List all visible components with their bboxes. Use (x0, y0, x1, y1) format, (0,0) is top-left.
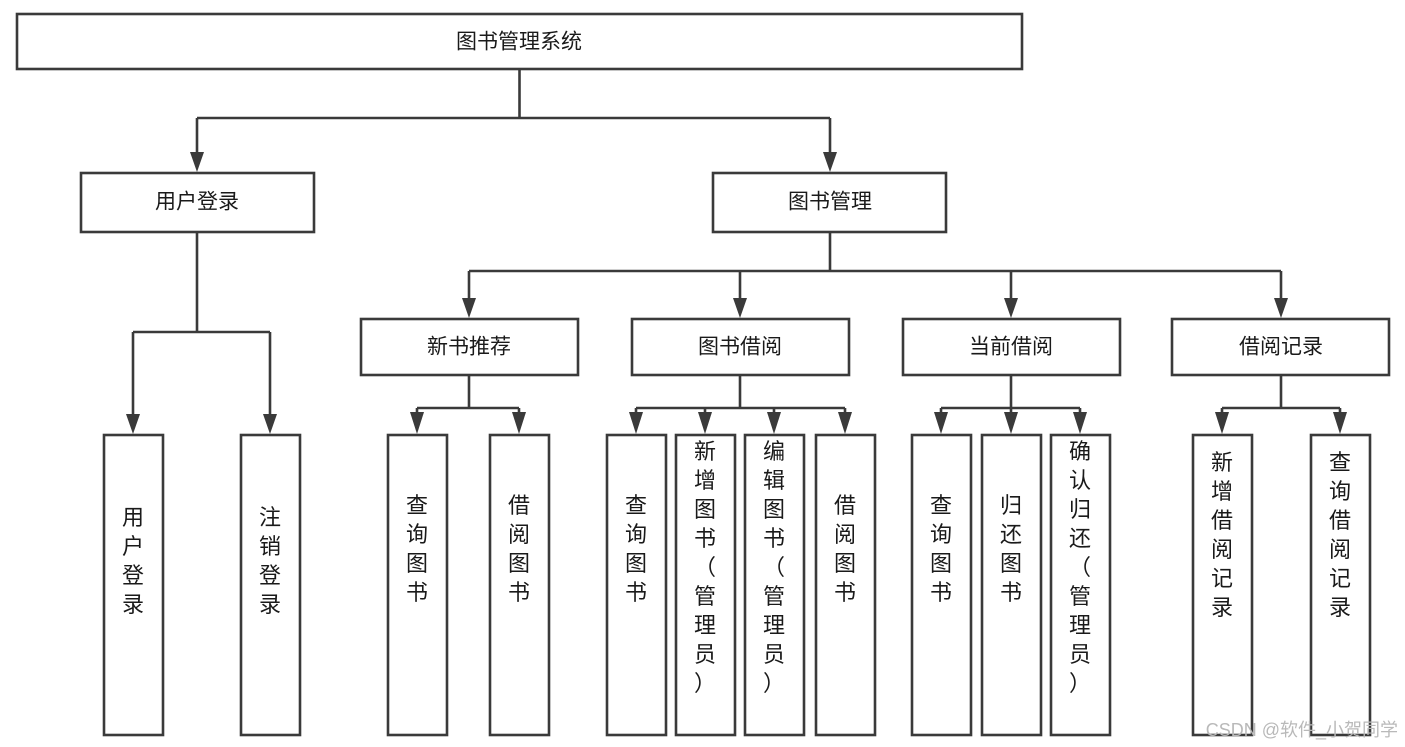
arrow-head-icon (1274, 298, 1288, 318)
edges-layer (126, 70, 1347, 434)
leaf-book-borrow-1-box[interactable] (674, 433, 737, 737)
arrow-head-icon (838, 412, 852, 434)
node-new-book-recommend[interactable]: 新书推荐 (359, 317, 580, 377)
leaf-current-borrow-0[interactable]: 查询图书 (910, 433, 973, 737)
arrow-head-icon (1004, 298, 1018, 318)
arrow-head-icon (410, 412, 424, 434)
node-book-borrow-box[interactable] (630, 317, 851, 377)
watermark-label: CSDN @软件_小贺同学 (1206, 720, 1398, 741)
node-book-manage-box[interactable] (711, 171, 948, 234)
arrow-head-icon (629, 412, 643, 434)
arrow-head-icon (462, 298, 476, 318)
node-current-borrow[interactable]: 当前借阅 (901, 317, 1122, 377)
leaf-book-borrow-2-label: 编辑图书（管理员） (763, 439, 785, 696)
leaf-book-borrow-3-box[interactable] (814, 433, 877, 737)
leaf-current-borrow-2-label: 确认归还（管理员） (1069, 439, 1091, 696)
node-current-borrow-box[interactable] (901, 317, 1122, 377)
node-new-book-recommend-label: 新书推荐 (427, 336, 511, 359)
node-root-label: 图书管理系统 (456, 31, 582, 54)
node-book-borrow-label: 图书借阅 (698, 336, 782, 359)
node-root[interactable]: 图书管理系统 (15, 12, 1024, 71)
arrow-head-icon (934, 412, 948, 434)
node-new-book-recommend-box[interactable] (359, 317, 580, 377)
leaf-book-borrow-2[interactable]: 编辑图书（管理员） (743, 433, 806, 737)
arrow-head-icon (1073, 412, 1087, 434)
arrow-head-icon (1215, 412, 1229, 434)
arrow-head-icon (190, 152, 204, 172)
node-current-borrow-label: 当前借阅 (969, 336, 1053, 359)
leaf-current-borrow-1-label: 归还图书 (1000, 493, 1022, 605)
leaf-borrow-record-1-box[interactable] (1309, 433, 1372, 737)
leaf-user-login-0-label: 用户登录 (122, 505, 144, 617)
arrow-head-icon (126, 414, 140, 434)
leaf-user-login-1-label: 注销登录 (259, 505, 281, 617)
leaf-borrow-record-0[interactable]: 新增借阅记录 (1191, 433, 1254, 737)
node-user-login-box[interactable] (79, 171, 316, 234)
leaf-book-borrow-0[interactable]: 查询图书 (605, 433, 668, 737)
leaf-borrow-record-1-label: 查询借阅记录 (1329, 450, 1351, 620)
node-user-login-label: 用户登录 (155, 191, 239, 214)
leaf-book-borrow-1-label: 新增图书（管理员） (694, 439, 716, 696)
leaf-book-borrow-1[interactable]: 新增图书（管理员） (674, 433, 737, 737)
arrow-head-icon (733, 298, 747, 318)
leaf-current-borrow-2[interactable]: 确认归还（管理员） (1049, 433, 1112, 737)
leaf-new-book-0-label: 查询图书 (406, 493, 428, 605)
arrow-head-icon (263, 414, 277, 434)
leaf-current-borrow-0-box[interactable] (910, 433, 973, 737)
leaf-new-book-0[interactable]: 查询图书 (386, 433, 449, 737)
arrow-head-icon (1333, 412, 1347, 434)
leaf-current-borrow-2-box[interactable] (1049, 433, 1112, 737)
leaf-borrow-record-0-box[interactable] (1191, 433, 1254, 737)
leaf-book-borrow-0-box[interactable] (605, 433, 668, 737)
node-book-borrow[interactable]: 图书借阅 (630, 317, 851, 377)
node-borrow-record-box[interactable] (1170, 317, 1391, 377)
leaf-book-borrow-0-label: 查询图书 (625, 493, 647, 605)
leaf-user-login-1-box[interactable] (239, 433, 302, 737)
leaf-new-book-1-box[interactable] (488, 433, 551, 737)
leaf-book-borrow-3[interactable]: 借阅图书 (814, 433, 877, 737)
arrow-head-icon (1004, 412, 1018, 434)
node-borrow-record[interactable]: 借阅记录 (1170, 317, 1391, 377)
leaf-new-book-1-label: 借阅图书 (508, 493, 530, 605)
leaf-borrow-record-0-label: 新增借阅记录 (1211, 450, 1233, 620)
leaf-current-borrow-1-box[interactable] (980, 433, 1043, 737)
arrow-head-icon (512, 412, 526, 434)
leaf-current-borrow-1[interactable]: 归还图书 (980, 433, 1043, 737)
leaf-user-login-0[interactable]: 用户登录 (102, 433, 165, 737)
leaf-user-login-1[interactable]: 注销登录 (239, 433, 302, 737)
node-book-manage[interactable]: 图书管理 (711, 171, 948, 234)
leaf-book-borrow-3-label: 借阅图书 (834, 493, 856, 605)
arrow-head-icon (698, 412, 712, 434)
node-borrow-record-label: 借阅记录 (1239, 336, 1323, 359)
leaf-current-borrow-0-label: 查询图书 (930, 493, 952, 605)
node-root-box[interactable] (15, 12, 1024, 71)
node-user-login[interactable]: 用户登录 (79, 171, 316, 234)
leaf-new-book-1[interactable]: 借阅图书 (488, 433, 551, 737)
node-book-manage-label: 图书管理 (788, 191, 872, 214)
leaf-new-book-0-box[interactable] (386, 433, 449, 737)
leaf-borrow-record-1[interactable]: 查询借阅记录 (1309, 433, 1372, 737)
arrow-head-icon (767, 412, 781, 434)
arrow-head-icon (823, 152, 837, 172)
leaf-user-login-0-box[interactable] (102, 433, 165, 737)
leaf-book-borrow-2-box[interactable] (743, 433, 806, 737)
